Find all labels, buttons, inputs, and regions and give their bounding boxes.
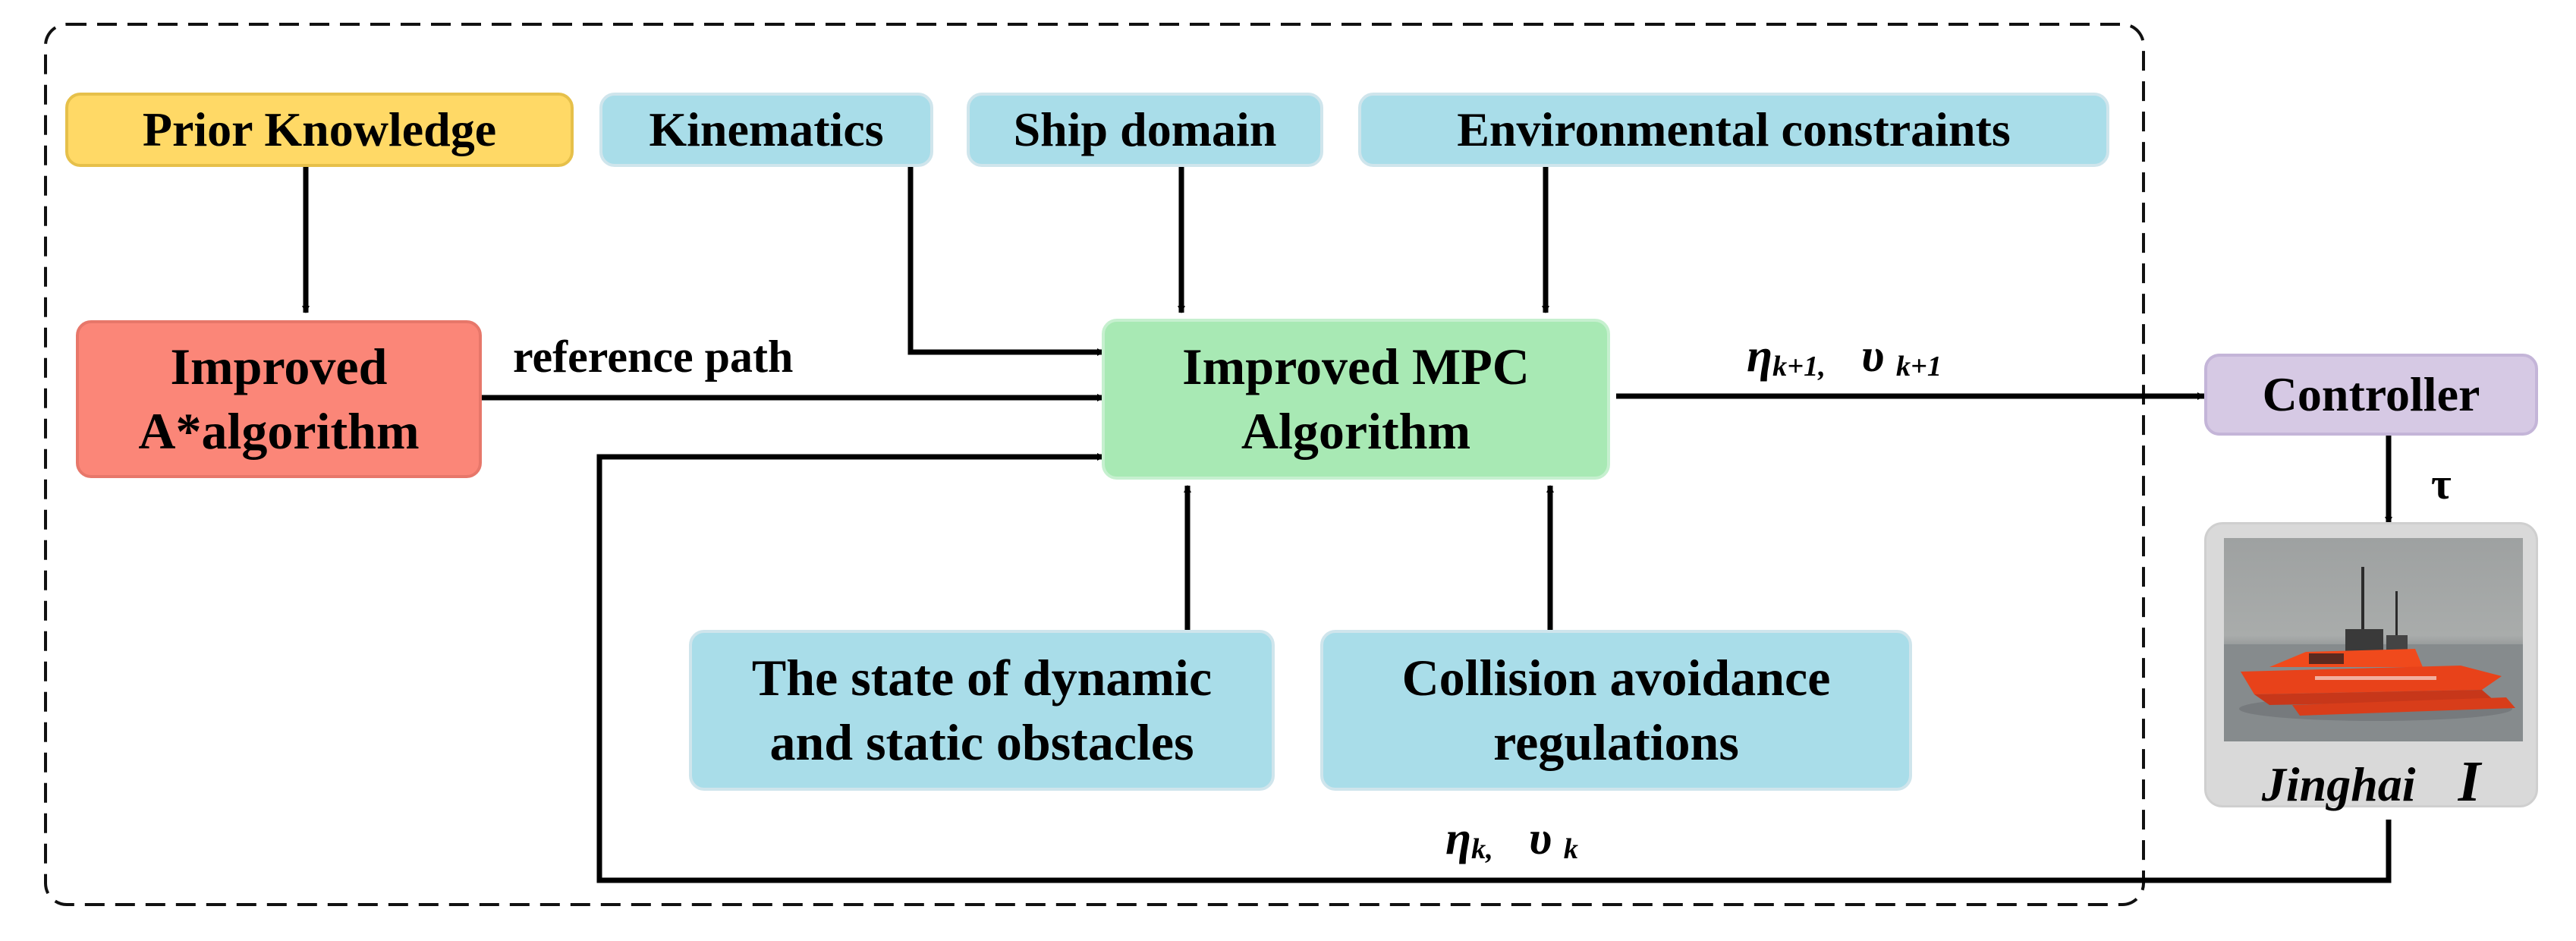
environmental-constraints-label: Environmental constraints [1457, 102, 2011, 156]
ship-photo [2224, 538, 2523, 741]
controller-label: Controller [2262, 367, 2480, 421]
output-eta-symbol: η [1747, 330, 1773, 382]
feedback-nu-subscript: k [1563, 832, 1578, 865]
output-nu-subscript: k+1 [1895, 350, 1942, 382]
improved-mpc-line2: Algorithm [1241, 402, 1471, 460]
arrow-feedback-state [596, 453, 2392, 883]
tau-label: τ [2431, 459, 2452, 508]
ship-domain-label: Ship domain [1013, 102, 1277, 156]
prior-knowledge-label: Prior Knowledge [142, 102, 497, 156]
obstacles-state-line2: and static obstacles [769, 713, 1194, 771]
environmental-constraints-box: Environmental constraints [1358, 93, 2109, 167]
improved-mpc-line1: Improved MPC [1182, 338, 1530, 395]
arrow-kinematics-to-mpc [907, 161, 1105, 356]
output-nu-symbol: υ [1860, 330, 1885, 382]
obstacles-state-line1: The state of dynamic [751, 649, 1213, 707]
feedback-eta-symbol: η [1445, 813, 1472, 864]
controller-box: Controller [2204, 354, 2538, 436]
ship-domain-box: Ship domain [967, 93, 1323, 167]
improved-astar-line1: Improved [170, 338, 388, 395]
ship-name-text: Jinghai [2261, 757, 2416, 811]
reference-path-label: reference path [513, 332, 794, 382]
feedback-nu-symbol: υ [1528, 813, 1552, 864]
boat-illustration [2224, 567, 2523, 741]
improved-astar-line2: A*algorithm [138, 402, 420, 460]
collision-regulations-line2: regulations [1493, 713, 1739, 771]
collision-regulations-box: Collision avoidance regulations [1320, 630, 1912, 791]
kinematics-label: Kinematics [649, 102, 884, 156]
collision-regulations-line1: Collision avoidance [1401, 649, 1831, 707]
ship-name: Jinghai I [2206, 749, 2536, 815]
feedback-eta-subscript: k, [1471, 832, 1493, 865]
ship-card: Jinghai I [2204, 522, 2538, 814]
improved-mpc-box: Improved MPC Algorithm [1102, 319, 1610, 480]
ship-name-numeral: I [2458, 750, 2481, 814]
feedback-state-label: ηk, υ k [1445, 812, 1578, 866]
improved-astar-box: Improved A*algorithm [76, 320, 482, 478]
obstacles-state-box: The state of dynamic and static obstacle… [689, 630, 1275, 791]
kinematics-box: Kinematics [599, 93, 933, 167]
prior-knowledge-box: Prior Knowledge [65, 93, 574, 167]
output-eta-subscript: k+1, [1772, 350, 1826, 382]
system-boundary [44, 23, 2145, 906]
output-state-label: ηk+1, υ k+1 [1747, 329, 1942, 383]
